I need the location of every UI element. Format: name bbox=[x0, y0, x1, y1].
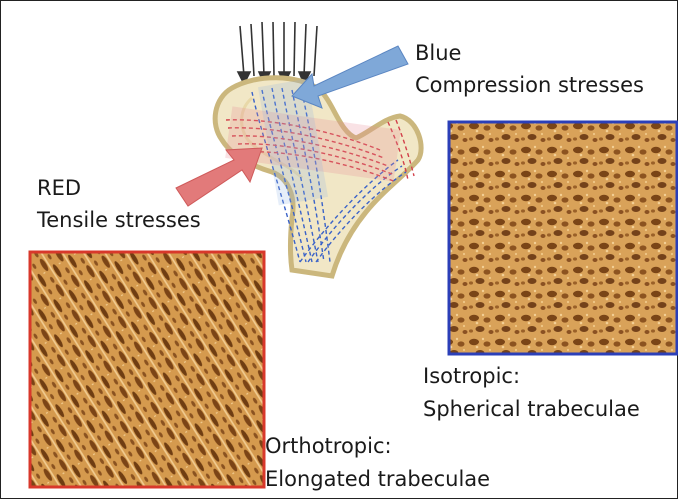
red-description: Tensile stresses bbox=[37, 205, 201, 236]
blue-arrow bbox=[292, 46, 408, 108]
isotropic-title: Isotropic: bbox=[423, 361, 520, 392]
red-title: RED bbox=[37, 173, 81, 204]
blue-title: Blue bbox=[415, 38, 461, 69]
blue-description: Compression stresses bbox=[415, 70, 644, 101]
orthotropic-description: Elongated trabeculae bbox=[265, 464, 490, 495]
red-arrow bbox=[176, 148, 262, 206]
orthotropic-title: Orthotropic: bbox=[265, 431, 392, 462]
isotropic-description: Spherical trabeculae bbox=[423, 394, 640, 425]
isotropic-sample-image bbox=[449, 122, 677, 354]
orthotropic-sample-image bbox=[30, 252, 264, 487]
load-arrows bbox=[238, 22, 317, 84]
